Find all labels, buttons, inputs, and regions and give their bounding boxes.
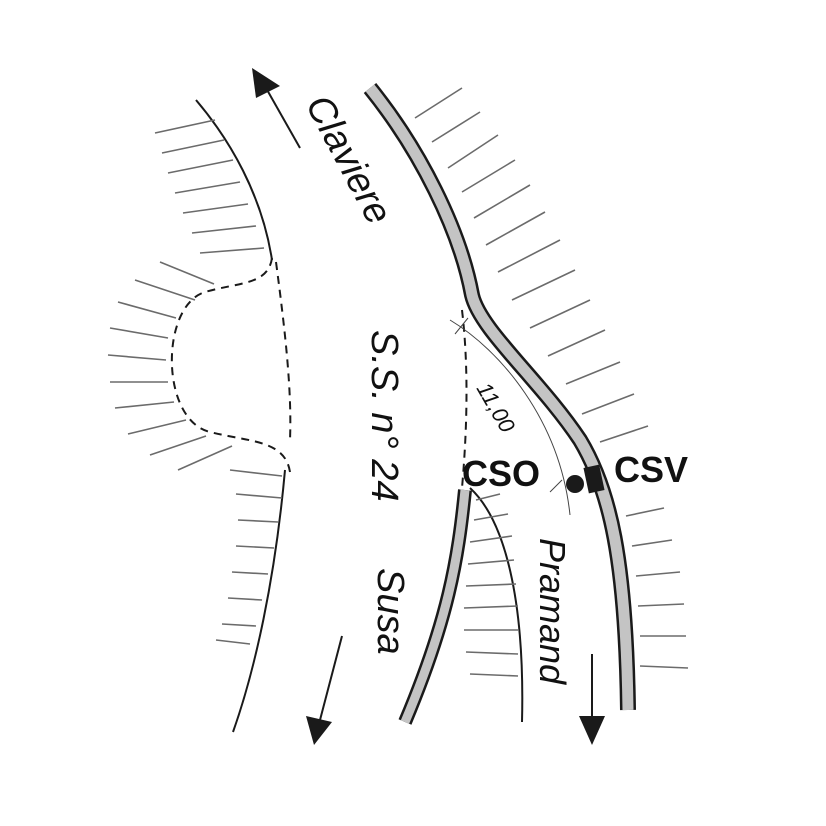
filled-circle-icon [566,475,584,493]
island-kerb-band [398,489,472,725]
island-hatching [463,493,519,677]
island-kerb-fill [400,489,470,724]
island-right-edge [469,487,524,723]
left-layby-dashed-inner [275,261,292,441]
arrow-down-left-icon [306,635,343,745]
junction-dashed-line [461,309,468,489]
dimension-tick-top [454,317,469,335]
left-road-edge-lower [232,469,286,733]
label-pramand: Pramand [532,538,573,685]
label-road-name: S.S. n° 24 [363,330,405,502]
arrow-down-icon [579,654,605,745]
dimension-tick-bottom [549,479,563,493]
left-lower-hatching [215,469,283,645]
right-slope-hatching [414,87,689,669]
filled-square-icon [583,464,605,494]
label-width-value: 11,00 [472,378,521,437]
right-kerb-fill [365,84,634,711]
left-layby-hatching [107,261,233,471]
left-layby-dashed [170,257,291,473]
label-susa: Susa [369,568,411,655]
dimension-arc [449,319,571,516]
label-csv: CSV [614,449,688,490]
label-cso: CSO [462,453,540,494]
arrow-up-left-icon [252,68,301,149]
left-upper-hatching [154,119,265,254]
left-road-edge-upper [195,99,273,261]
